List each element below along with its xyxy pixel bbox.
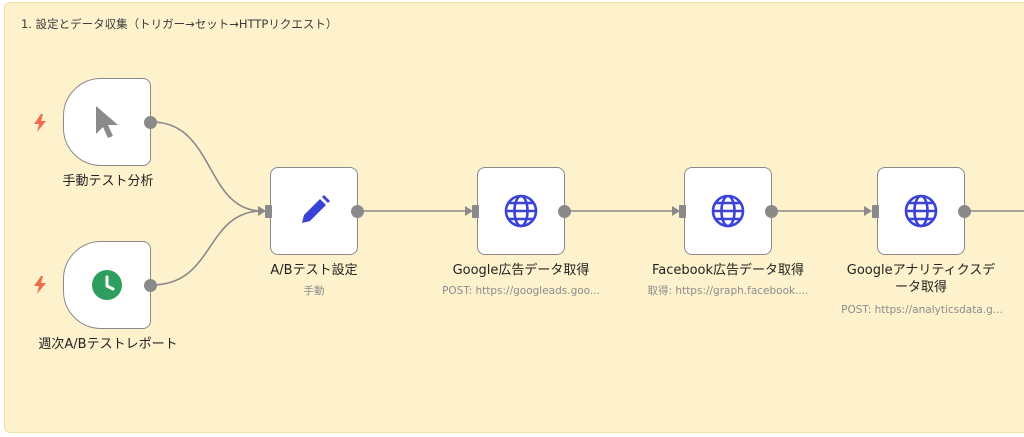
output-port[interactable] (144, 279, 157, 292)
input-port[interactable] (872, 205, 879, 218)
node-label: 手動テスト分析 (62, 174, 154, 189)
cursor-icon (64, 79, 150, 165)
clock-icon (64, 242, 150, 328)
arrow-head-facebook (672, 206, 680, 216)
node-facebook[interactable] (679, 167, 778, 255)
arrow-head-google (465, 206, 473, 216)
node-subtitle: POST: https://analyticsdata.g... (841, 304, 1003, 316)
node-label: Google広告データ取得 (452, 263, 590, 278)
node-analytics[interactable] (872, 167, 971, 255)
arrow-head-analytics (864, 206, 872, 216)
connection-manual-to-set (151, 121, 263, 212)
pencil-icon (271, 168, 357, 254)
output-port[interactable] (765, 205, 778, 218)
node-subtitle: 手動 (303, 285, 325, 297)
node-schedule-trigger[interactable] (63, 241, 157, 329)
node-label: 週次A/Bテストレポート (38, 337, 178, 352)
input-port[interactable] (472, 205, 479, 218)
output-port[interactable] (351, 205, 364, 218)
sticky-note-title: 1. 設定とデータ収集（トリガー→セット→HTTPリクエスト） (21, 17, 338, 31)
input-port[interactable] (265, 205, 272, 218)
bolt-icon (34, 114, 46, 132)
bolt-icon (34, 276, 46, 294)
output-port[interactable] (958, 205, 971, 218)
node-subtitle: POST: https://googleads.goo... (442, 285, 600, 297)
node-label: Googleアナリティクスデータ取得 (846, 263, 996, 295)
output-port[interactable] (144, 116, 157, 129)
output-port[interactable] (558, 205, 571, 218)
globe-icon (878, 168, 964, 254)
globe-icon (685, 168, 771, 254)
node-manual-trigger[interactable] (63, 78, 157, 166)
globe-icon (478, 168, 564, 254)
input-port[interactable] (679, 205, 686, 218)
node-subtitle: 取得: https://graph.facebook.... (647, 285, 809, 297)
node-set[interactable] (265, 167, 364, 255)
node-label: A/Bテスト設定 (270, 263, 358, 278)
node-google-ads[interactable] (472, 167, 571, 255)
connection-schedule-to-set (151, 210, 263, 286)
node-label: Facebook広告データ取得 (651, 263, 805, 278)
arrow-head-set (258, 206, 266, 216)
